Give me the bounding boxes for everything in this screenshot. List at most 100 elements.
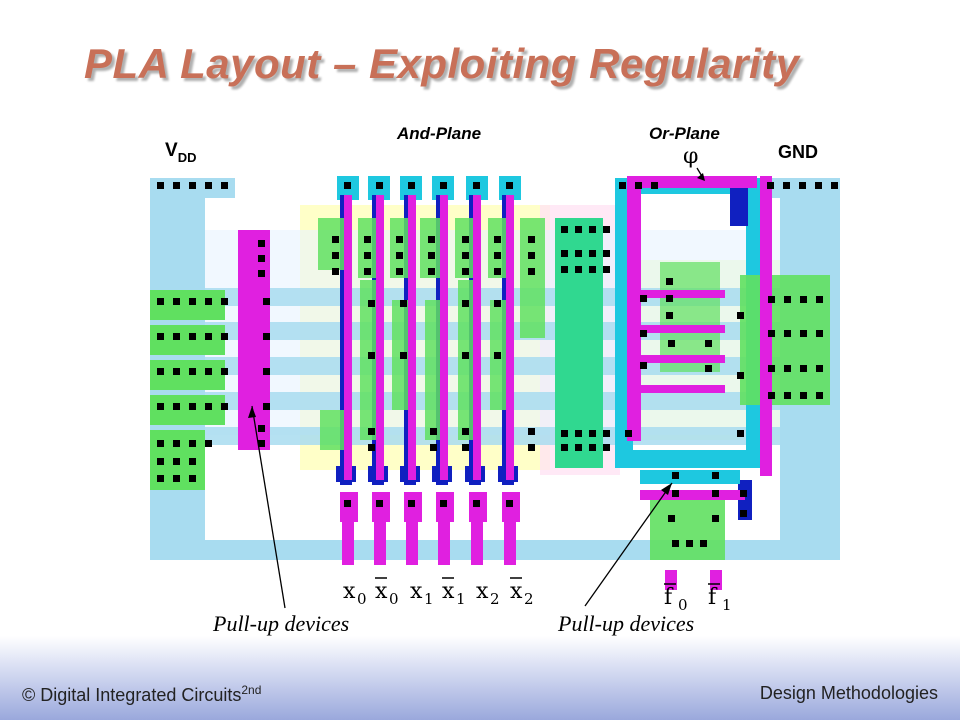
contact <box>332 252 339 259</box>
contact <box>589 266 596 273</box>
contact <box>603 266 610 273</box>
input-label-4: x <box>476 579 489 604</box>
contact <box>589 226 596 233</box>
bottom-rail <box>150 540 840 560</box>
input-poly-2 <box>408 195 416 480</box>
or-term-poly-1 <box>635 325 725 333</box>
output-label-1-sub: 1 <box>722 596 732 614</box>
contact <box>157 182 164 189</box>
contact <box>430 428 437 435</box>
contact <box>768 392 775 399</box>
contact <box>494 252 501 259</box>
contact <box>816 296 823 303</box>
contact <box>376 182 383 189</box>
contact <box>368 352 375 359</box>
contact <box>668 515 675 522</box>
and-diffusion-0 <box>318 218 348 270</box>
contact <box>740 510 747 517</box>
contact <box>575 444 582 451</box>
contact <box>430 444 437 451</box>
contact <box>640 330 647 337</box>
contact <box>173 458 180 465</box>
contact <box>173 440 180 447</box>
contact <box>561 266 568 273</box>
contact <box>396 252 403 259</box>
contact <box>428 236 435 243</box>
slide-title: PLA Layout – Exploiting Regularity <box>84 40 800 87</box>
pullup-arrowhead-right <box>661 483 672 495</box>
contact <box>396 236 403 243</box>
contact <box>816 392 823 399</box>
contact <box>712 490 719 497</box>
pullup-label-right: Pull-up devices <box>558 611 695 636</box>
contact <box>258 440 265 447</box>
input-label-5-sub: 2 <box>524 590 534 608</box>
contact <box>157 458 164 465</box>
contact <box>666 312 673 319</box>
or-poly-top <box>627 176 757 188</box>
contact <box>173 368 180 375</box>
contact <box>561 430 568 437</box>
contact <box>640 295 647 302</box>
contact <box>768 330 775 337</box>
contact <box>561 444 568 451</box>
contact <box>205 440 212 447</box>
contact <box>205 368 212 375</box>
pullup-label-left: Pull-up devices <box>213 611 350 636</box>
or-pullup-diff <box>650 500 725 560</box>
contact <box>831 182 838 189</box>
input-label-5: x <box>510 579 523 604</box>
contact <box>205 182 212 189</box>
contact <box>712 515 719 522</box>
contact <box>221 333 228 340</box>
contact <box>784 392 791 399</box>
pullup-arrow-left <box>251 405 286 609</box>
contact <box>173 403 180 410</box>
contact <box>400 300 407 307</box>
contact <box>737 430 744 437</box>
contact <box>376 500 383 507</box>
contact <box>816 330 823 337</box>
or-bottom-bus <box>615 450 765 468</box>
contact <box>712 472 719 479</box>
contact <box>589 430 596 437</box>
or-out-bus <box>640 470 740 484</box>
contact <box>263 298 270 305</box>
contact <box>494 268 501 275</box>
contact <box>528 444 535 451</box>
contact <box>740 490 747 497</box>
contact <box>428 268 435 275</box>
contact <box>258 255 265 262</box>
contact <box>462 428 469 435</box>
contact <box>173 475 180 482</box>
gnd-label: GND <box>778 142 818 162</box>
input-poly-5 <box>506 195 514 480</box>
contact <box>364 236 371 243</box>
contact <box>173 298 180 305</box>
contact <box>205 403 212 410</box>
phi-arrowhead <box>697 173 705 181</box>
input-label-1-sub: 0 <box>389 590 399 608</box>
contact <box>400 352 407 359</box>
footer-topic: Design Methodologies <box>759 683 938 703</box>
or-term-poly-0 <box>635 290 725 298</box>
contact <box>258 240 265 247</box>
contact <box>408 182 415 189</box>
contact <box>619 182 626 189</box>
contact <box>506 500 513 507</box>
and-diffusion-1 <box>358 218 380 278</box>
contact <box>603 444 610 451</box>
or-poly-left <box>627 176 641 441</box>
contact <box>189 440 196 447</box>
pullup-arrow-right <box>584 482 673 607</box>
contact <box>603 226 610 233</box>
contact <box>462 252 469 259</box>
contact <box>157 368 164 375</box>
f0-lead <box>665 570 677 590</box>
contact <box>737 312 744 319</box>
contact <box>800 392 807 399</box>
contact <box>800 330 807 337</box>
contact <box>462 236 469 243</box>
contact <box>799 182 806 189</box>
